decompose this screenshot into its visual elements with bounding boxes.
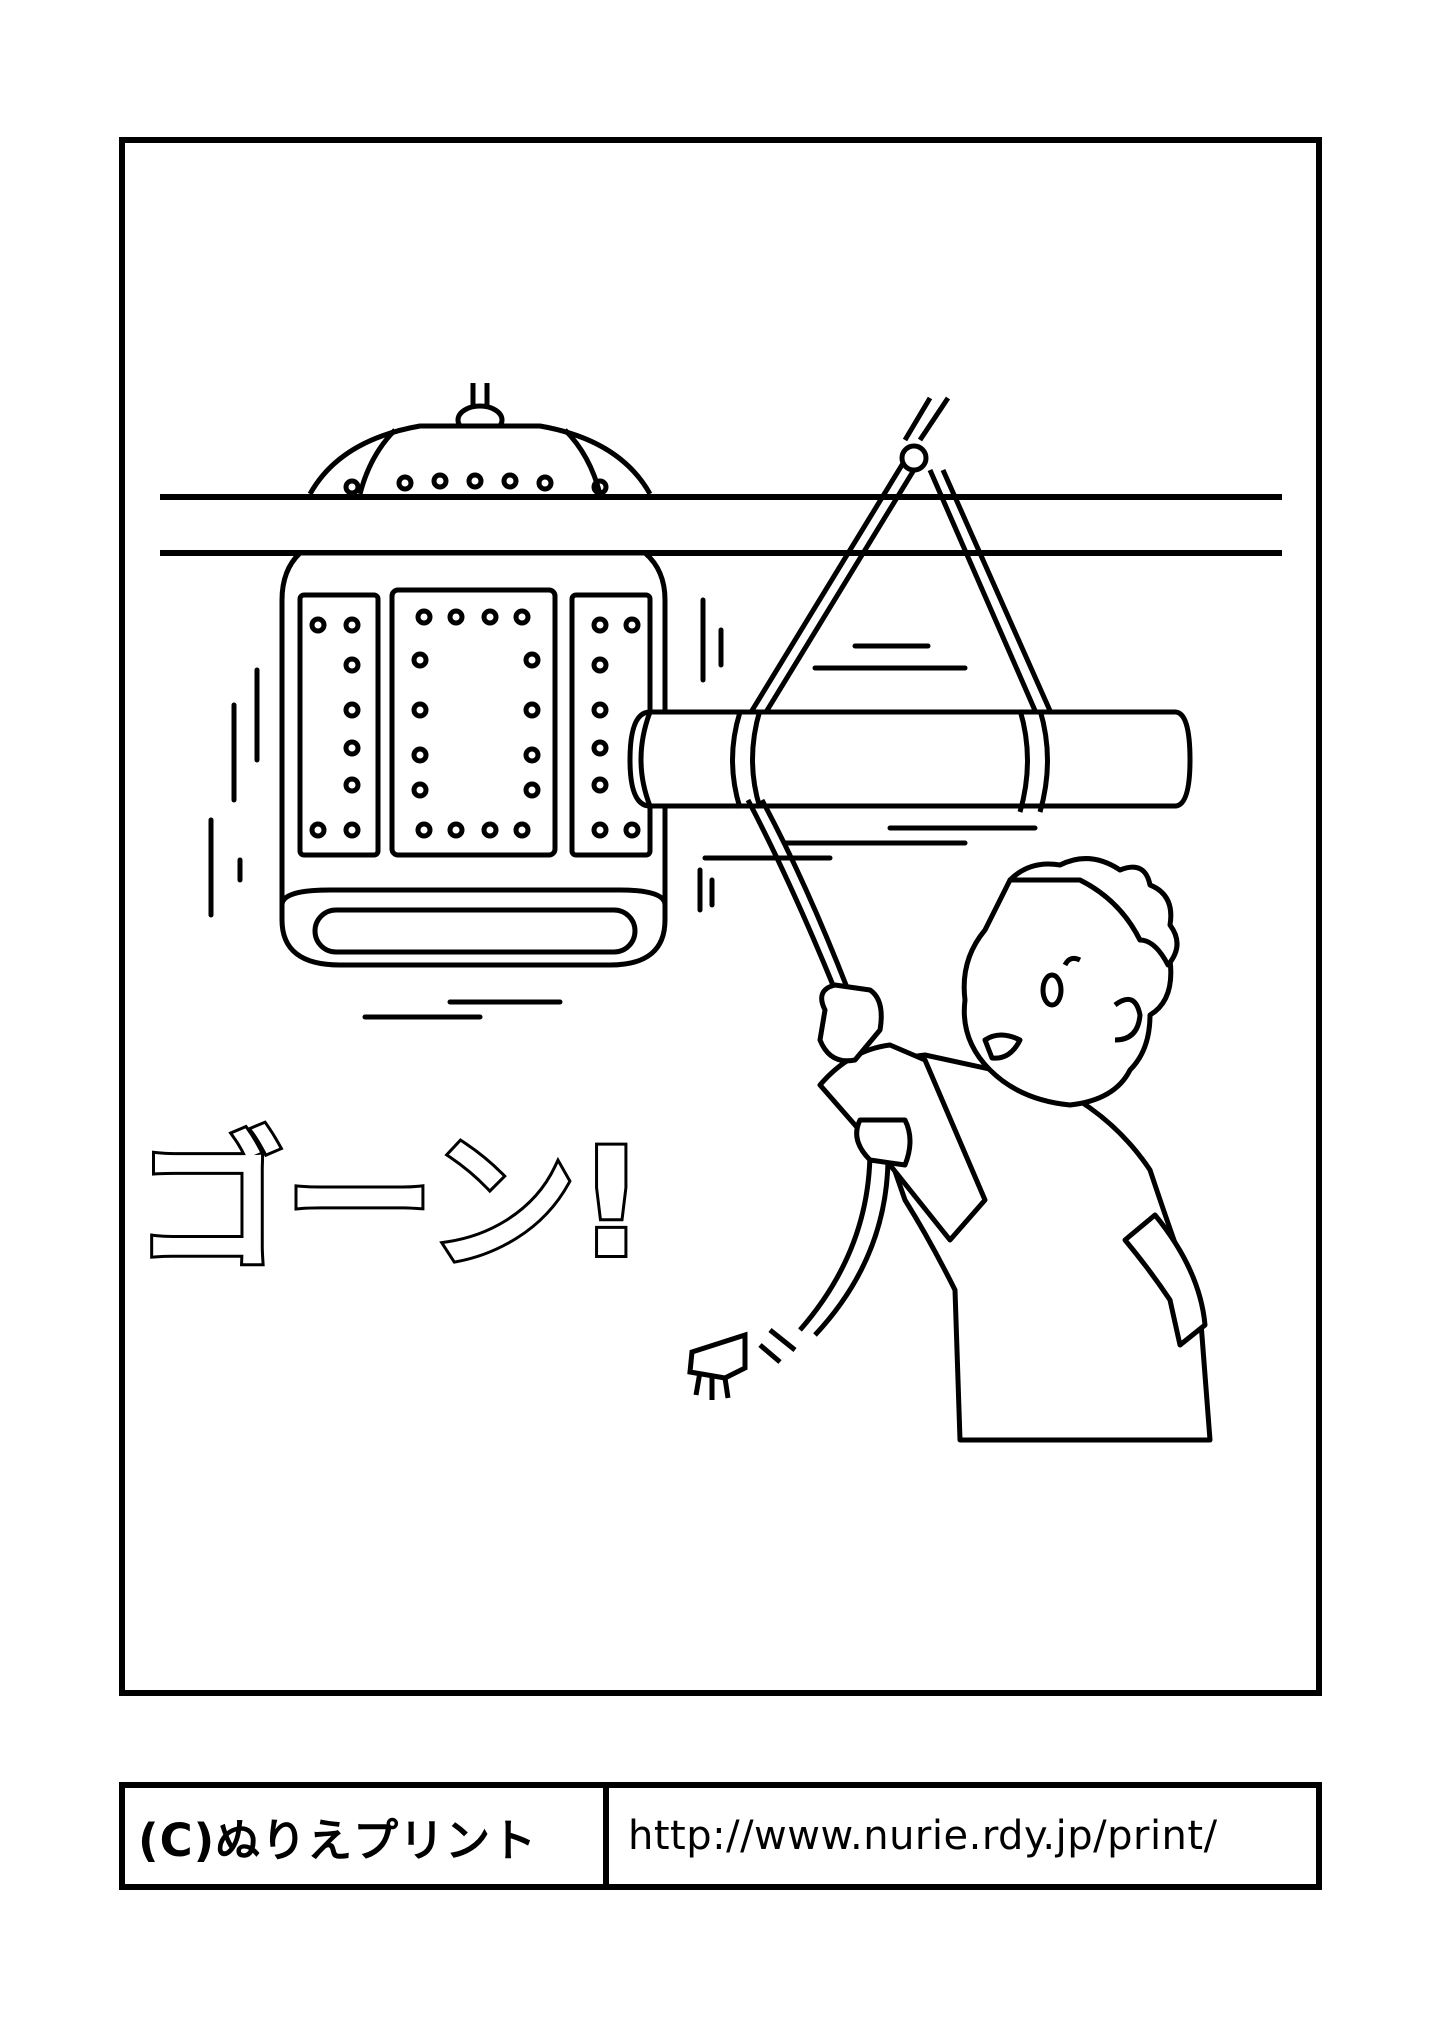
bell-striker-log-icon	[627, 396, 1193, 813]
temple-bell-icon	[279, 383, 668, 968]
site-url-text: http://www.nurie.rdy.jp/print/	[628, 1813, 1218, 1859]
vibration-lines	[208, 597, 1038, 1020]
copyright-label: (C)ぬりえプリント	[128, 1788, 602, 1884]
tower-beam	[160, 494, 1282, 556]
sound-effect-text: ゴーン!	[135, 1117, 646, 1291]
bell-rope-icon	[687, 798, 891, 1400]
copyright-text: (C)ぬりえプリント	[138, 1813, 538, 1867]
picture-frame	[119, 137, 1322, 1696]
footer-frame	[119, 1782, 1322, 1890]
site-url-label: http://www.nurie.rdy.jp/print/	[610, 1788, 1316, 1884]
boy-icon	[817, 856, 1213, 1443]
